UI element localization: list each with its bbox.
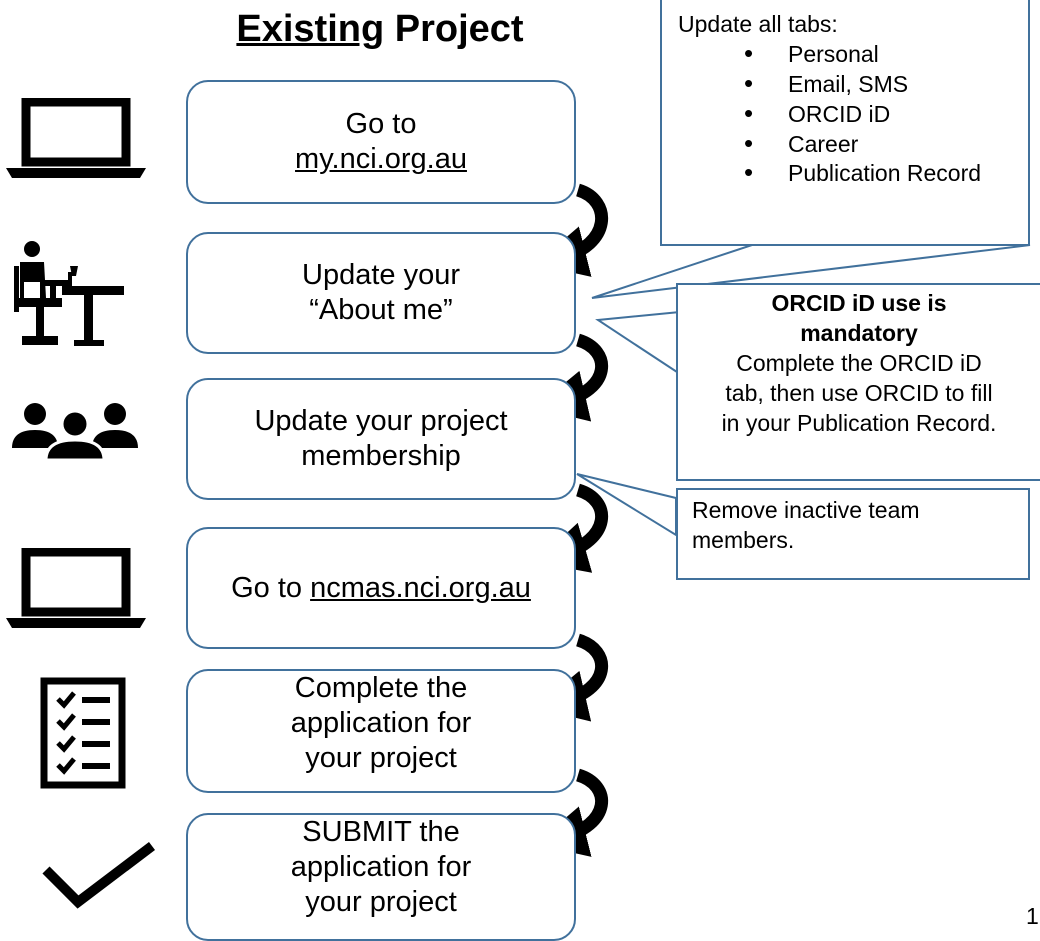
orcid-text-line1: Complete the ORCID iD (736, 349, 982, 376)
title-rest: Project (384, 8, 524, 50)
tabs-list: Personal Email, SMS ORCID iD Career Publ… (678, 37, 1028, 190)
person-at-desk-icon (14, 241, 124, 346)
step-3-line2: membership (301, 440, 461, 472)
step-1-text: Go to (345, 108, 417, 141)
orcid-callout: ORCID iD use is mandatory Complete the O… (676, 283, 1040, 481)
step-complete-application: Complete the application for your projec… (186, 669, 576, 793)
step-2-line2: “About me” (309, 294, 453, 326)
tab-item-publication-record: Publication Record (678, 156, 1028, 190)
title-underlined: Existing (236, 8, 385, 50)
members-callout: Remove inactive team members. (676, 488, 1030, 580)
step-5-line3: your project (305, 741, 457, 774)
step-4-text: Go to ncmas.nci.org.au (231, 571, 531, 606)
orcid-callout-pointer (595, 310, 681, 376)
my-nci-link[interactable]: my.nci.org.au (295, 143, 467, 175)
orcid-mandatory-line2: mandatory (800, 319, 918, 346)
members-text-line2: members. (692, 526, 795, 553)
tab-item-personal: Personal (678, 37, 1028, 71)
members-text-line1: Remove inactive team (692, 497, 920, 523)
step-submit-application: SUBMIT the application for your project (186, 813, 576, 941)
tabs-callout-heading: Update all tabs: (678, 11, 838, 37)
checklist-icon (40, 677, 126, 789)
orcid-text-line3: in your Publication Record. (721, 409, 997, 436)
step-6-line1: SUBMIT the (302, 816, 460, 848)
ncmas-link[interactable]: ncmas.nci.org.au (310, 571, 531, 604)
laptop-icon (6, 98, 146, 178)
page-number: 1 (1026, 903, 1039, 929)
step-5-line1: Complete the (294, 672, 468, 704)
step-2-line1: Update your (302, 259, 460, 292)
orcid-text-line2: tab, then use ORCID to fill (725, 379, 993, 406)
step-go-to-ncmas: Go to ncmas.nci.org.au (186, 527, 576, 649)
step-go-to-my-nci: Go to my.nci.org.au (186, 80, 576, 204)
tabs-callout: Update all tabs: Personal Email, SMS ORC… (660, 0, 1030, 246)
orcid-mandatory-line1: ORCID iD use is (771, 290, 947, 316)
step-4-prefix: Go to (231, 571, 311, 604)
tab-item-career: Career (678, 127, 1028, 161)
laptop-icon (6, 548, 146, 628)
step-3-line1: Update your project (254, 405, 508, 438)
step-update-membership: Update your project membership (186, 378, 576, 500)
group-icon (12, 403, 138, 460)
page-title: Existing Project (200, 8, 560, 51)
step-update-about-me: Update your “About me” (186, 232, 576, 354)
tab-item-orcid: ORCID iD (678, 97, 1028, 131)
step-5-line2: application for (290, 706, 472, 739)
tab-item-email-sms: Email, SMS (678, 67, 1028, 101)
step-6-line2: application for (290, 850, 472, 883)
step-6-line3: your project (305, 885, 457, 918)
checkmark-icon (42, 842, 156, 909)
